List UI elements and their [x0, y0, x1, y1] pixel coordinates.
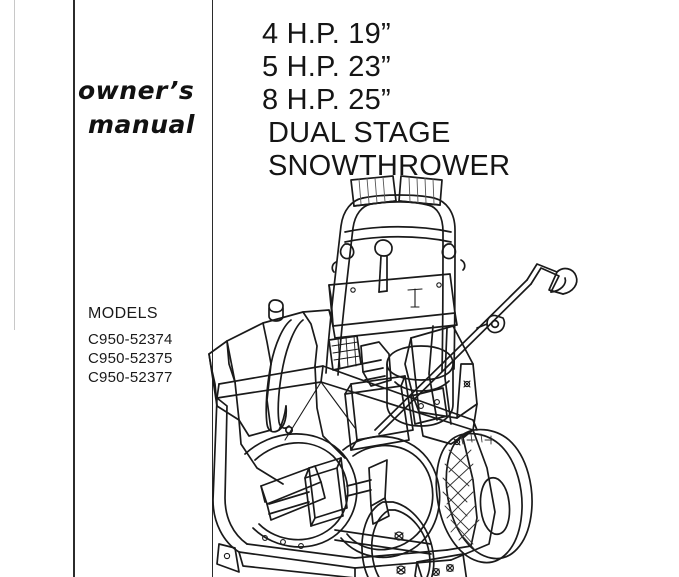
- handle-cable-clamps: [331, 243, 466, 273]
- fasteners: [262, 380, 471, 549]
- title-line-hp8: 8 H.P. 25”: [262, 84, 391, 117]
- control-panel: [328, 239, 458, 339]
- engine-assembly: [208, 299, 414, 485]
- page-title: 4 H.P. 19” 5 H.P. 23” 8 H.P. 25” DUAL ST…: [262, 18, 510, 183]
- model-number: C950-52375: [88, 350, 173, 368]
- title-line-hp5: 5 H.P. 23”: [262, 51, 391, 84]
- model-number: C950-52374: [88, 331, 173, 348]
- models-block: MODELS C950-52374 C950-52375 C950-52377: [88, 305, 173, 388]
- skid-shoe: [414, 553, 468, 577]
- models-heading: MODELS: [88, 305, 158, 322]
- scan-edge-line-left: [14, 0, 15, 330]
- owners-manual-line-1: owner’s: [78, 76, 195, 105]
- handlebar-grips: [350, 175, 443, 207]
- wheel-assembly: [435, 428, 533, 564]
- snowthrower-illustration: [205, 168, 679, 577]
- skid-shoe-left: [216, 543, 240, 573]
- column-divider-line-inner: [73, 0, 75, 577]
- title-line-dual-stage: DUAL STAGE: [268, 117, 451, 150]
- column-divider-line-outer: [212, 0, 213, 577]
- model-number: C950-52377: [88, 369, 173, 387]
- title-line-hp4: 4 H.P. 19”: [262, 18, 391, 50]
- auger-assembly: [244, 433, 441, 559]
- belt-cover: [410, 387, 448, 425]
- side-cover-plate: [361, 501, 435, 577]
- chute-crank-handle: [374, 263, 578, 435]
- frame-body: [404, 325, 478, 445]
- owners-manual-wordmark: owner’s manual: [78, 74, 210, 141]
- owners-manual-line-2: manual: [88, 109, 195, 139]
- handlebar-frame: [325, 194, 456, 376]
